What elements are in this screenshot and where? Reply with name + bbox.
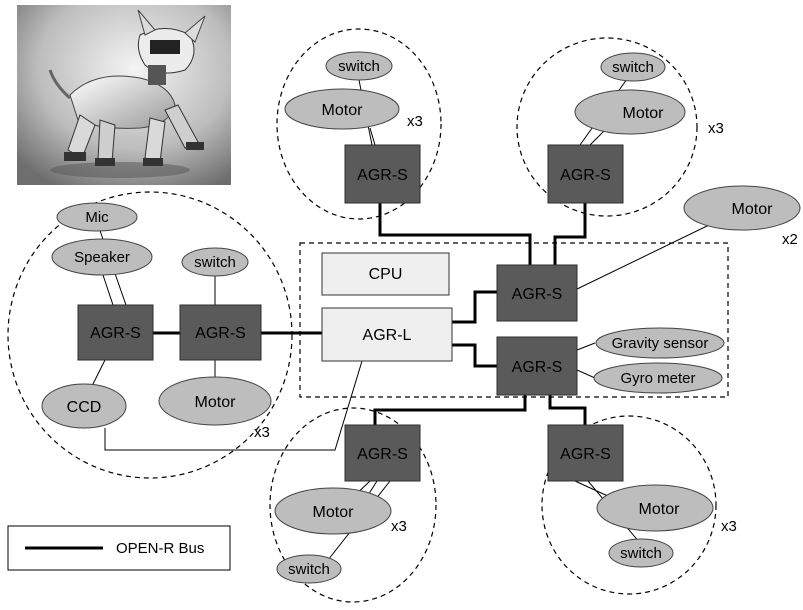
body-motor-multiplier: x2 [782,231,798,248]
ccd-label: CCD [67,399,102,416]
front-left-multiplier: x3 [407,113,423,130]
rear-right-multiplier: x3 [721,518,737,535]
device-ellipses [41,51,801,584]
agr-s-head-2 [179,304,262,361]
cpu-label: CPU [369,266,403,283]
head-group-outline [7,191,293,479]
speaker [51,238,153,276]
bus-front-left [378,203,532,265]
agr-s-head-1-label: AGR-S [90,325,141,342]
motor-front-right-label: Motor [623,105,665,122]
agr-s-front-right-label: AGR-S [560,167,611,184]
ccd [41,383,127,429]
agr-l-node: AGR-L [321,307,453,362]
gyro-meter-label: Gyro meter [620,370,695,387]
agr-s-front-left [344,144,421,204]
gravity-sensor-label: Gravity sensor [612,335,709,352]
head-multiplier: x3 [254,424,270,441]
agr-s-body-lower [496,336,578,396]
agr-s-head-1 [77,304,154,361]
motor-body-label: Motor [732,201,774,218]
switch-rear-left [276,554,342,584]
mic [56,202,138,232]
front-left-leg-outline [276,28,442,220]
bus-rear-left [373,395,527,425]
switch-front-right-label: switch [612,59,654,76]
open-r-bus-lines [153,203,587,425]
device-labels: switch Motor x3 switch Motor x3 Mic Spea… [67,58,798,578]
rear-right-leg-outline [541,415,717,595]
robot-dog-photo [17,5,231,185]
agr-s-rear-left [344,424,421,482]
motor-head [158,376,272,426]
agr-s-front-left-label: AGR-S [357,167,408,184]
agr-s-body-lower-label: AGR-S [512,359,563,376]
motor-rear-right [596,484,714,532]
agr-s-rear-right-label: AGR-S [560,446,611,463]
switch-rear-right [608,538,674,568]
agr-s-body-upper [496,264,578,322]
core-group-outline [299,242,729,398]
cpu-node: CPU [321,252,450,296]
motor-rear-left-label: Motor [313,504,355,521]
legend: OPEN-R Bus [7,525,231,571]
bus-front-right [553,203,587,265]
agr-l-label: AGR-L [363,327,412,344]
gyro-meter [593,362,723,394]
agr-s-front-right [547,144,624,204]
switch-head [181,247,249,277]
legend-label: OPEN-R Bus [116,540,204,557]
rear-left-multiplier: x3 [391,518,407,535]
switch-front-right [600,52,666,82]
agr-s-labels: AGR-S AGR-S AGR-S AGR-S AGR-S AGR-S AGR-… [90,167,611,463]
front-right-multiplier: x3 [708,120,724,137]
agr-s-boxes [77,144,624,482]
mic-label: Mic [85,209,109,226]
motor-front-right [574,89,686,135]
switch-front-left-label: switch [338,58,380,75]
bus-agrl-to-agrs-upper [452,290,497,324]
switch-rear-right-label: switch [620,545,662,562]
agr-s-rear-left-label: AGR-S [357,446,408,463]
motor-front-left-label: Motor [322,102,364,119]
switch-rear-left-label: switch [288,561,330,578]
switch-head-label: switch [194,254,236,271]
motor-front-left [284,88,400,130]
speaker-label: Speaker [74,249,130,266]
bus-rear-right [548,395,587,425]
motor-body [683,185,801,231]
agr-s-rear-right [547,424,624,482]
motor-head-label: Motor [195,394,237,411]
motor-rear-left [274,487,392,535]
gravity-sensor [595,327,725,359]
group-outlines [7,28,729,603]
switch-front-left [325,51,393,81]
motor-rear-right-label: Motor [639,501,681,518]
agr-s-head-2-label: AGR-S [195,325,246,342]
agr-s-body-upper-label: AGR-S [512,286,563,303]
front-right-leg-outline [516,37,698,217]
rear-left-leg-outline [269,407,437,603]
bus-agrl-to-agrs-lower [452,343,497,368]
